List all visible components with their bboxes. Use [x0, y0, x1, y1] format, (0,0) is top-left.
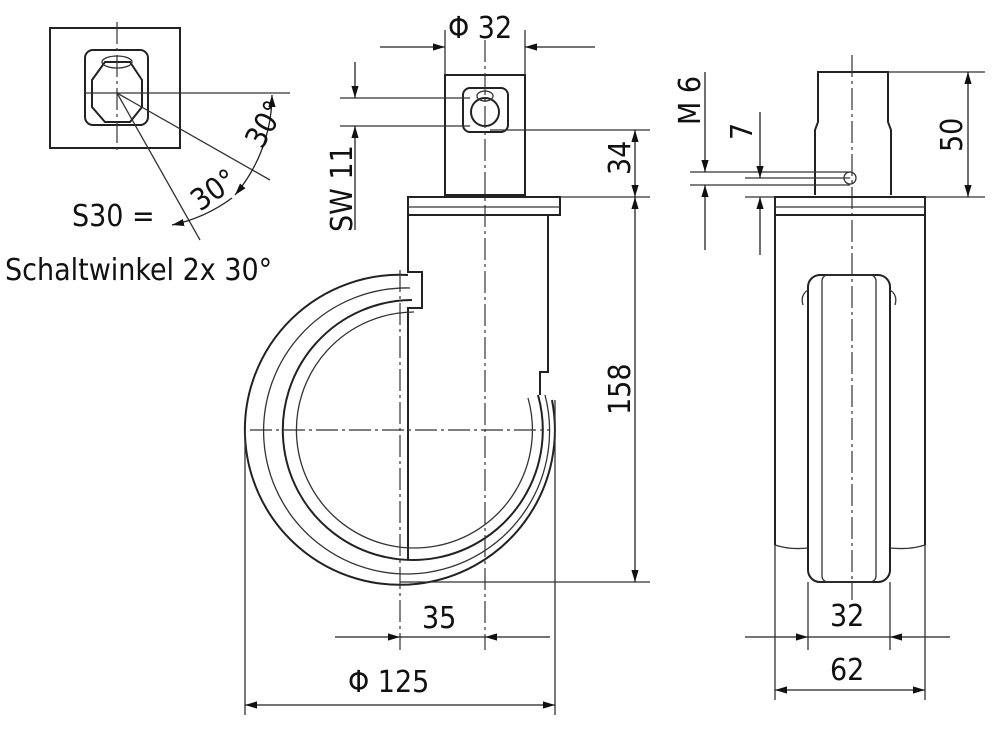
wrench-size-label: SW 11 [325, 145, 360, 232]
wheel-width-label: 32 [830, 599, 864, 634]
overall-height-label: 158 [603, 363, 638, 415]
side-view: M 6 7 50 32 62 [673, 55, 985, 700]
hole-offset-label: 7 [725, 123, 760, 140]
indexing-code-label: S30 = [72, 199, 155, 234]
wheel-diameter-label: Φ 125 [348, 665, 429, 700]
angle-label-1: 30° [239, 95, 293, 154]
front-view: Φ 32 SW 11 34 158 35 Φ 125 [243, 11, 650, 715]
offset-label: 35 [422, 601, 456, 636]
indexing-description: Schaltwinkel 2x 30° [5, 253, 272, 288]
thread-label: M 6 [673, 76, 708, 125]
stem-length-label: 50 [935, 118, 970, 152]
stem-height-label: 34 [603, 141, 638, 175]
angle-label-2: 30° [185, 162, 244, 218]
indexing-detail-inset: 30° 30° S30 = Schaltwinkel 2x 30° [5, 22, 293, 288]
stem-diameter-label: Φ 32 [448, 11, 512, 46]
housing-width-label: 62 [830, 653, 864, 688]
